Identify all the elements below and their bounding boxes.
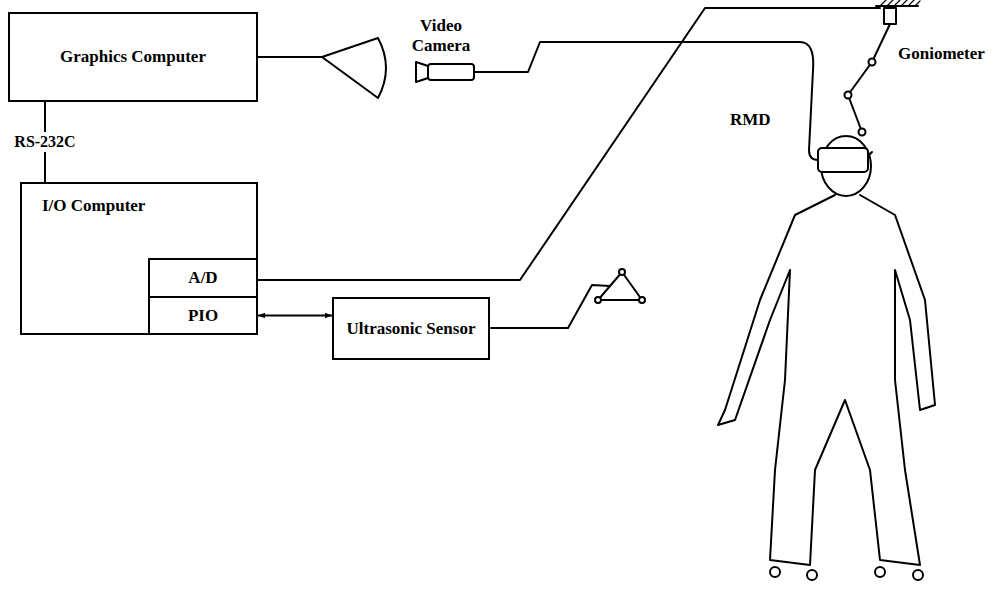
arm-joint [859,129,866,136]
box-label: PIO [188,306,218,326]
ultrasonic-transmitter [598,272,642,300]
box-label: A/D [188,268,217,288]
transmitter-point [595,297,601,303]
box-label: Ultrasonic Sensor [347,319,476,339]
sensor-box: Ultrasonic Sensor [332,297,490,360]
device-label: Video Camera [395,16,487,55]
display-cable [258,56,322,58]
signal-arrow [258,315,332,317]
wheel [770,567,780,577]
rmd-headset [818,148,868,172]
sensor-cable [491,285,610,328]
ceiling-hatch [880,0,920,6]
device-label: RMD [730,110,771,130]
goniometer-cable [258,8,880,280]
transmitter-point [619,269,625,275]
interface-box: PIO [148,296,258,335]
transmitter-point [639,297,645,303]
person-outline [718,195,935,565]
wheel [807,570,817,580]
goniometer-base [884,8,896,24]
video-camera [428,64,474,80]
camera-lens [416,62,428,82]
box-label: Graphics Computer [60,47,206,67]
ceiling [876,5,918,7]
device-label: Goniometer [898,44,985,64]
camera-cable [474,42,818,160]
box-label: I/O Computer [42,196,145,216]
rmd-strap [868,152,872,156]
link-label: RS-232C [11,132,78,152]
computer-box: Graphics Computer [8,12,258,102]
goniometer-arm [848,24,890,132]
interface-box: A/D [148,258,258,298]
wheel [875,567,885,577]
computer-box: I/O ComputerA/D PIO [20,182,258,335]
arm-joint [845,92,852,99]
display-screen [322,38,386,98]
wheel [913,570,923,580]
arm-joint [869,59,876,66]
